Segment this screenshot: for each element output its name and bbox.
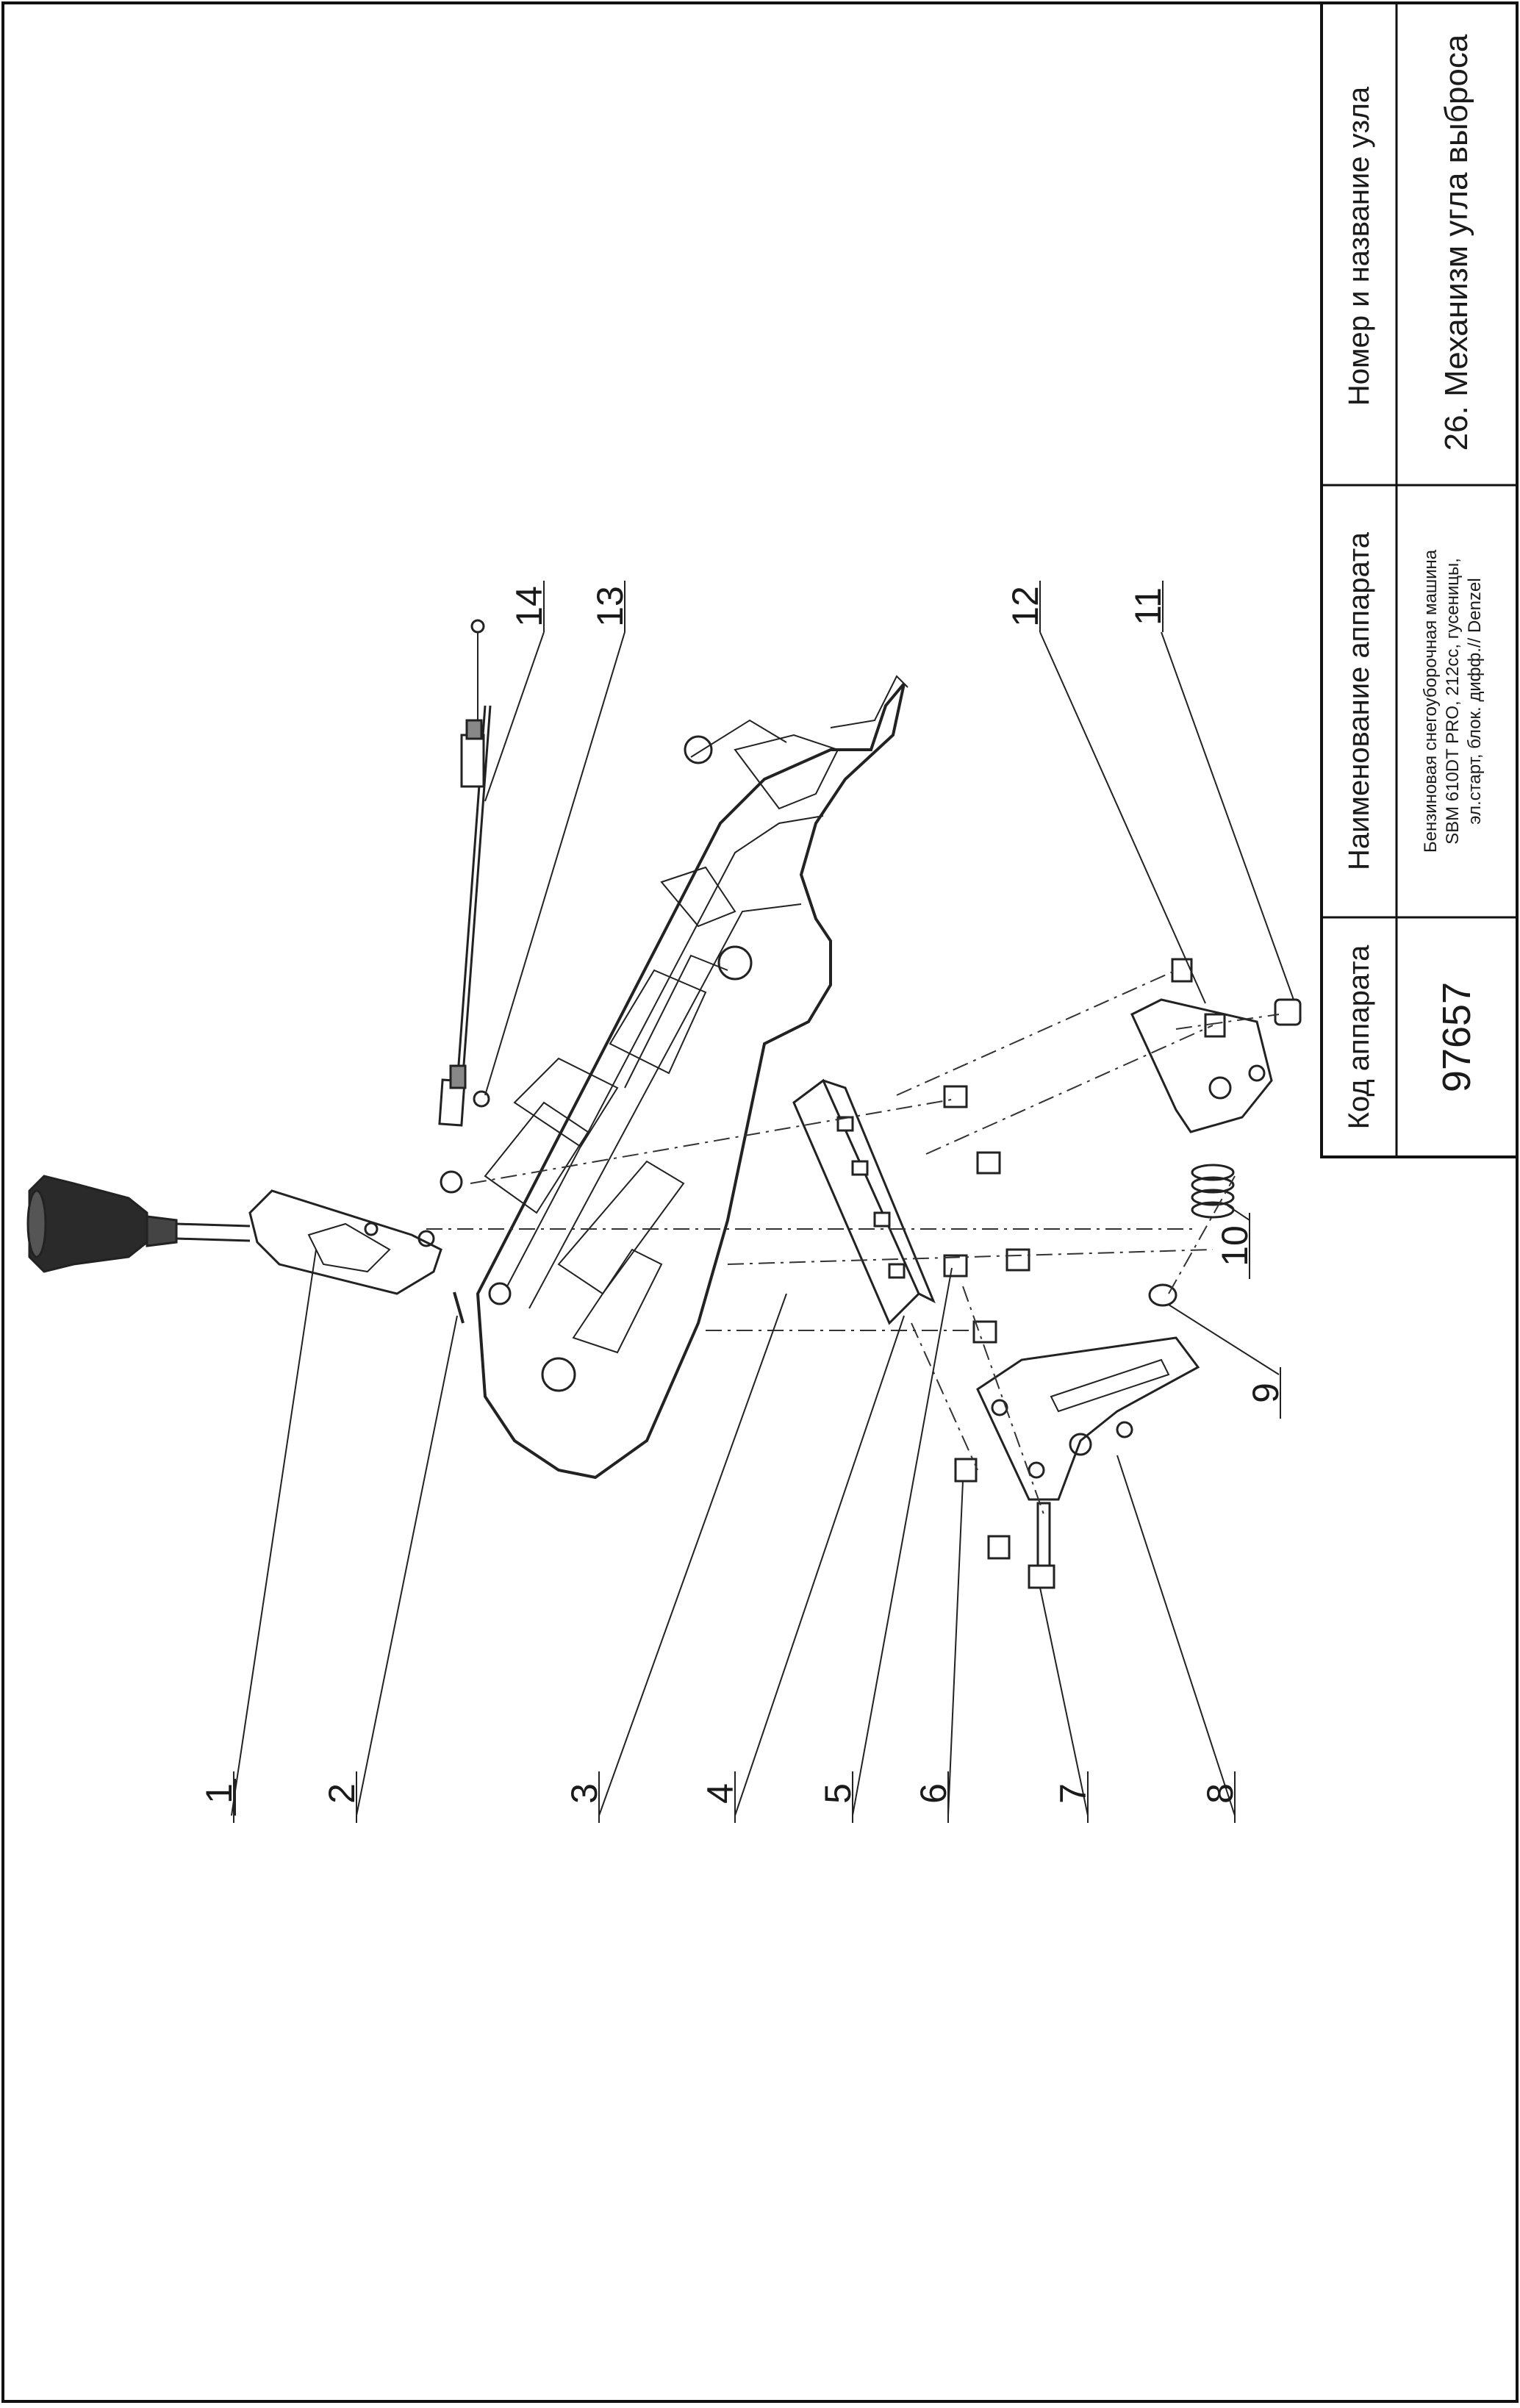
assembly-lines <box>426 970 1280 1515</box>
node-name-value: 26. Механизм угла выброса <box>1438 34 1474 451</box>
part-1-lever-handle <box>26 1175 442 1295</box>
callout-2: 2 <box>321 1783 362 1804</box>
callout-14: 14 <box>509 586 550 627</box>
part-13-washer <box>473 1090 490 1108</box>
part-8-angle-plate <box>976 1336 1200 1501</box>
part-3-panel-housing <box>476 675 908 1480</box>
part-4-bracket-rail <box>792 1078 936 1325</box>
leader-lines <box>231 581 1294 1823</box>
part-10-spring <box>1191 1164 1235 1219</box>
part-12-upper-bracket <box>1130 958 1273 1133</box>
callout-12: 12 <box>1005 586 1046 627</box>
callout-7: 7 <box>1053 1783 1094 1804</box>
callout-10: 10 <box>1214 1225 1255 1266</box>
exploded-view <box>26 619 1302 1589</box>
part-11-nut <box>1274 998 1302 1026</box>
part-2-pin <box>453 1291 465 1324</box>
callout-9: 9 <box>1245 1383 1286 1403</box>
device-code-value: 97657 <box>1435 981 1479 1093</box>
callout-4: 4 <box>700 1783 741 1804</box>
callout-6: 6 <box>913 1783 954 1804</box>
callout-3: 3 <box>564 1783 605 1804</box>
part-5-spacers <box>943 1085 1030 1344</box>
header-device-name: Наименование аппарата <box>1343 532 1375 870</box>
header-node-name: Номер и название узла <box>1343 86 1375 406</box>
part-6-bolt <box>954 1458 1011 1560</box>
part-7-long-bolt <box>1028 1502 1055 1589</box>
title-block <box>1320 1 1519 1158</box>
callout-8: 8 <box>1200 1783 1241 1804</box>
part-13-washer-2 <box>440 1170 463 1194</box>
part-9-washer <box>1148 1283 1177 1307</box>
callout-1: 1 <box>198 1783 240 1804</box>
part-14-cable <box>438 619 492 1127</box>
callout-11: 11 <box>1128 587 1169 626</box>
callout-13: 13 <box>589 586 631 627</box>
callout-5: 5 <box>817 1783 858 1804</box>
